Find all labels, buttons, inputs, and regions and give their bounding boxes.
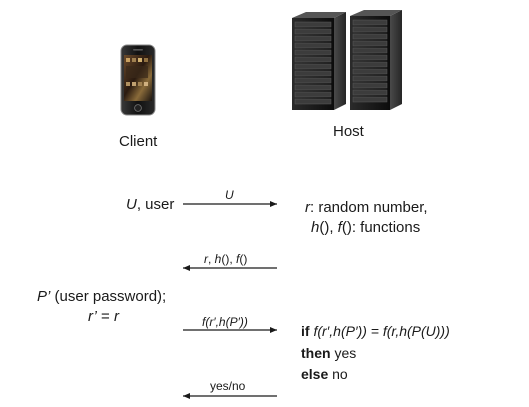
functions-description: (): functions	[341, 219, 421, 236]
h-function: h	[311, 219, 320, 236]
host-label: Host	[333, 123, 364, 140]
challenge-sep: ,	[208, 252, 215, 266]
host-random-text: r: random number,	[305, 199, 428, 216]
if-expression: f(r′,h(P′)) = f(r,h(P(U)))	[313, 323, 450, 339]
assign-eq: =	[96, 308, 114, 325]
challenge-paren2: ()	[239, 252, 248, 266]
random-description: : random number,	[310, 199, 428, 216]
client-label: Client	[119, 133, 158, 150]
password-variable: P’	[37, 288, 51, 305]
message-challenge-label: r, h(), f()	[204, 252, 247, 266]
else-result: no	[328, 366, 348, 382]
message-response-label: f(r′,h(P′))	[202, 315, 248, 329]
then-keyword: then	[301, 345, 331, 361]
server-icon	[286, 8, 406, 115]
host-verify-then: then yes	[301, 345, 356, 361]
challenge-h: h	[214, 252, 222, 266]
host-verify-if: if f(r′,h(P′)) = f(r,h(P(U)))	[301, 323, 450, 339]
user-description: , user	[136, 196, 175, 213]
host-verify-else: else no	[301, 366, 348, 382]
message-result-label: yes/no	[210, 379, 246, 393]
client-password-text: P’ (user password);	[37, 288, 166, 305]
challenge-r: r	[204, 252, 208, 266]
assign-right: r	[114, 308, 119, 325]
user-variable: U	[126, 196, 137, 213]
message-u-label: U	[225, 188, 234, 202]
host-functions-text: h(), f(): functions	[311, 219, 420, 236]
client-user-text: U, user	[126, 196, 174, 213]
then-result: yes	[330, 345, 357, 361]
if-keyword: if	[301, 323, 310, 339]
smartphone-icon	[120, 44, 156, 116]
random-variable: r	[305, 199, 310, 216]
client-assign-text: r’ = r	[88, 308, 119, 325]
functions-separator: (),	[319, 219, 338, 236]
password-description: (user password);	[50, 288, 167, 305]
f-function: f	[337, 219, 342, 236]
else-keyword: else	[301, 366, 329, 382]
challenge-f: f	[236, 252, 240, 266]
challenge-paren1: (),	[221, 252, 237, 266]
assign-left: r’	[88, 308, 97, 325]
